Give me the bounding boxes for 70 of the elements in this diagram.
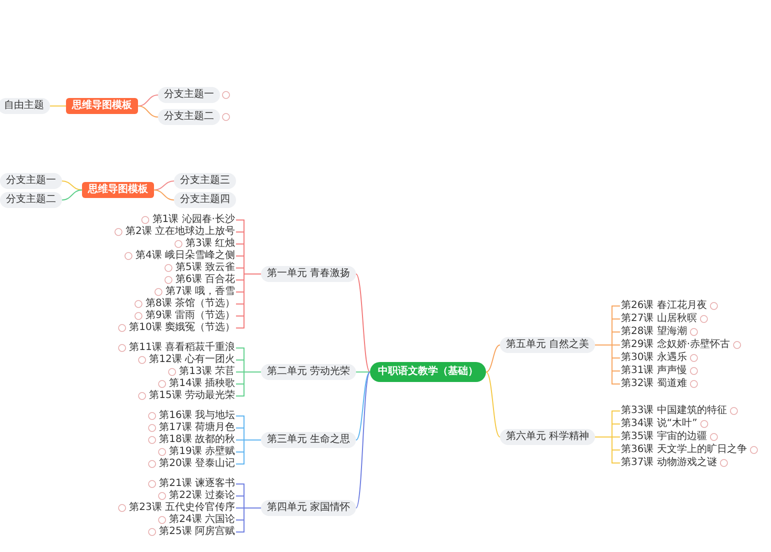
lesson-title: 第23课 五代史伶官传序 [128,502,236,514]
lesson-title: 第11课 喜看稻菽千重浪 [128,342,236,354]
connector [486,344,500,372]
connector [62,180,82,190]
lesson-title: 第24课 六国论 [168,514,236,526]
lesson-title: 第22课 过秦论 [168,490,236,502]
branch-topic: 第一单元 青春激扬 [260,266,356,282]
lesson-title: 第6课 百合花 [174,274,236,286]
lesson-title: 第33课 中国建筑的特征 [620,405,728,417]
central-topic: 思维导图模板 [66,98,138,114]
connector [154,190,174,200]
lesson-title: 第7课 哦，香雪 [164,286,236,298]
lesson-title: 第17课 荷塘月色 [158,422,236,434]
lesson-title: 第20课 登泰山记 [158,458,236,470]
central-topic: 中职语文教学（基础） [370,362,486,382]
subtopic-label: 分支主题三 [174,173,236,189]
lesson-title: 第30课 永遇乐 [620,352,688,364]
lesson-title: 第27课 山居秋暝 [620,313,698,325]
connector [594,436,620,464]
lesson-title: 第8课 茶馆（节选） [144,298,236,310]
connector [486,372,500,438]
lesson-title: 第2课 立在地球边上放号 [124,226,236,238]
lesson-title: 第5课 致云雀 [174,262,236,274]
subtopic-label: 分支主题二 [0,192,62,208]
connector [154,180,174,190]
lesson-title: 第15课 劳动最光荣 [148,390,236,402]
lesson-title: 第18课 故都的秋 [158,434,236,446]
connector [138,106,158,118]
lesson-title: 第21课 谏逐客书 [158,478,236,490]
subtopic-label: 分支主题四 [174,192,236,208]
subtopic-label: 自由主题 [0,98,50,114]
lesson-title: 第9课 雷雨（节选） [144,310,236,322]
connector [356,372,370,440]
connector [236,274,262,328]
lesson-title: 第13课 芣苢 [178,366,236,378]
branch-topic: 第六单元 科学精神 [500,429,596,445]
lesson-title: 第36课 天文学上的旷日之争 [620,444,748,456]
subtopic-label: 分支主题一 [158,87,220,103]
lesson-title: 第1课 沁园春·长沙 [151,214,236,226]
lesson-title: 第37课 动物游戏之谜 [620,457,718,469]
connector [594,344,620,384]
connector [356,372,370,508]
connector [138,94,158,106]
central-topic: 思维导图模板 [82,182,154,198]
lesson-title: 第26课 春江花月夜 [620,300,708,312]
branch-topic: 第五单元 自然之美 [500,337,596,353]
lesson-title: 第31课 声声慢 [620,365,688,377]
connector [236,508,262,532]
lesson-title: 第14课 插秧歌 [168,378,236,390]
lesson-title: 第34课 说“木叶” [620,418,698,430]
connector [236,440,262,464]
lesson-title: 第32课 蜀道难 [620,378,688,390]
connector [236,372,262,396]
branch-topic: 第三单元 生命之思 [260,432,356,448]
lesson-title: 第12课 心有一团火 [148,354,236,366]
lesson-title: 第4课 峨日朵雪峰之侧 [134,250,236,262]
lesson-title: 第35课 宇宙的边疆 [620,431,708,443]
connector [62,190,82,200]
lesson-title: 第29课 念奴娇·赤壁怀古 [620,339,732,351]
lesson-title: 第25课 阿房宫赋 [158,526,236,538]
lesson-title: 第28课 望海潮 [620,326,688,338]
connector [356,274,370,372]
lesson-title: 第3课 红烛 [184,238,236,250]
subtopic-label: 分支主题一 [0,173,62,189]
lesson-title: 第19课 赤壁赋 [168,446,236,458]
subtopic-label: 分支主题二 [158,109,220,125]
lesson-title: 第10课 窦娥冤（节选） [128,322,236,334]
lesson-title: 第16课 我与地坛 [158,410,236,422]
branch-topic: 第四单元 家国情怀 [260,500,356,516]
branch-topic: 第二单元 劳动光荣 [260,364,356,380]
